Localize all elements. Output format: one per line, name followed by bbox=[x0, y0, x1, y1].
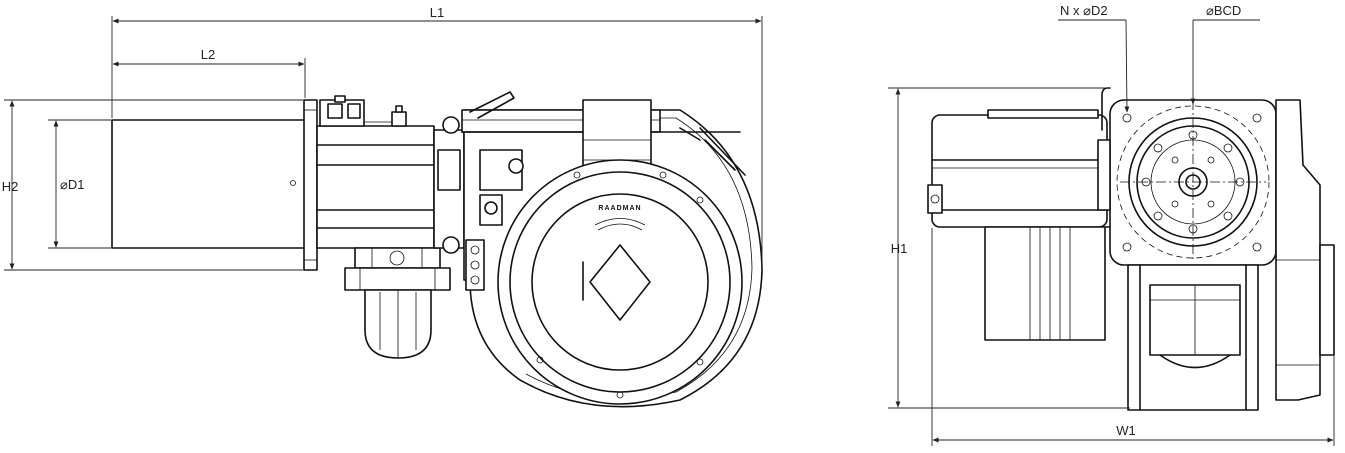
dim-d2-label: D2 bbox=[1091, 3, 1108, 18]
front-view bbox=[927, 87, 1335, 411]
side-housing bbox=[1275, 99, 1321, 401]
side-view: RAADMAN bbox=[111, 91, 763, 408]
svg-text:⌀BCD: ⌀BCD bbox=[1206, 3, 1241, 18]
servo-box bbox=[582, 99, 652, 169]
side-dimensions: L1 L2 H2 ⌀D1 bbox=[2, 5, 763, 271]
dim-l2-label: L2 bbox=[201, 47, 215, 62]
svg-text:N x ⌀D2: N x ⌀D2 bbox=[1060, 3, 1108, 18]
logo-diamond bbox=[589, 244, 651, 321]
brand-label: RAADMAN bbox=[598, 205, 641, 212]
svg-text:⌀D1: ⌀D1 bbox=[60, 177, 84, 192]
blast-tube bbox=[111, 119, 306, 249]
diameter-symbol: ⌀ bbox=[60, 177, 68, 192]
front-dimensions: H1 W1 N x ⌀D2 ⌀BCD bbox=[888, 3, 1335, 446]
fan-motor bbox=[984, 226, 1106, 341]
diameter-symbol: ⌀ bbox=[1206, 3, 1214, 18]
dim-l1-label: L1 bbox=[430, 5, 444, 20]
diameter-symbol: ⌀ bbox=[1080, 3, 1092, 18]
dim-w1-label: W1 bbox=[1116, 423, 1136, 438]
dim-h1-label: H1 bbox=[891, 241, 908, 256]
dim-d1-label: D1 bbox=[68, 177, 85, 192]
dim-bcd-label: BCD bbox=[1214, 3, 1241, 18]
dim-n-label: N x bbox=[1060, 3, 1080, 18]
mounting-flange bbox=[303, 99, 318, 271]
dim-h2-label: H2 bbox=[2, 179, 19, 194]
